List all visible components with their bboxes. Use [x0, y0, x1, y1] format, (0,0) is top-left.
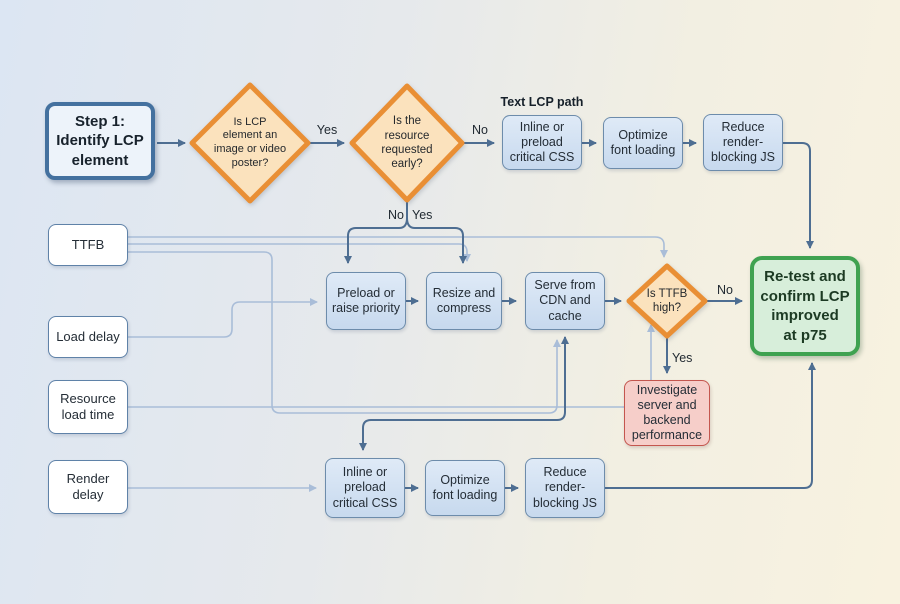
node-preload-raise-priority: Preload or raise priority — [326, 272, 406, 330]
edge-label-yes-d3: Yes — [672, 351, 693, 365]
edge-label-yes-d1: Yes — [316, 123, 338, 137]
node-retest-confirm-lcp: Re-test and confirm LCP improved at p75 — [750, 256, 860, 356]
node-bottom-inline-critical-css: Inline or preload critical CSS — [325, 458, 405, 518]
decision-diamond-ttfb-high — [626, 263, 708, 339]
node-top-reduce-render-blocking-js: Reduce render- blocking JS — [703, 114, 783, 171]
node-top-inline-critical-css: Inline or preload critical CSS — [502, 115, 582, 170]
node-resize-and-compress: Resize and compress — [426, 272, 502, 330]
edge-topjs-retest — [783, 142, 814, 249]
decision-diamonds — [189, 82, 708, 339]
decision-label-image-poster: Is LCP element an image or video poster? — [213, 115, 287, 169]
node-investigate-server-backend: Investigate server and backend performan… — [624, 380, 710, 446]
decision-label-requested-early: Is the resource requested early? — [381, 115, 433, 171]
decision-diamond-image-poster — [189, 82, 311, 204]
node-top-optimize-font-loading: Optimize font loading — [603, 117, 683, 169]
edge-label-yes-split: Yes — [412, 208, 433, 222]
edge-label-no-split: No — [388, 208, 404, 222]
node-serve-from-cdn-cache: Serve from CDN and cache — [525, 272, 605, 330]
node-bottom-reduce-render-blocking-js: Reduce render- blocking JS — [525, 458, 605, 518]
main-connectors — [157, 139, 816, 492]
edge-label-no-d3: No — [717, 283, 733, 297]
edge-d2-split-right — [406, 217, 467, 264]
section-label-text-lcp-path: Text LCP path — [500, 95, 584, 109]
edge-cdn-css-link — [359, 336, 569, 451]
edge-ttfb-to-resize — [128, 243, 471, 262]
edge-bottomjs-retest — [605, 362, 816, 489]
edge-loaddelay-to-preload — [128, 298, 318, 338]
edge-ttfb-to-isttfb — [128, 236, 668, 258]
decision-diamond-requested-early — [349, 83, 465, 203]
edge-label-no-d2: No — [472, 123, 488, 137]
node-ttfb: TTFB — [48, 224, 128, 266]
node-step1-identify-lcp: Step 1: Identify LCP element — [45, 102, 155, 180]
node-resource-load-time: Resource load time — [48, 380, 128, 434]
node-bottom-optimize-font-loading: Optimize font loading — [425, 460, 505, 516]
node-load-delay: Load delay — [48, 316, 128, 358]
decision-label-ttfb-high: Is TTFB high? — [646, 287, 688, 314]
node-render-delay: Render delay — [48, 460, 128, 514]
